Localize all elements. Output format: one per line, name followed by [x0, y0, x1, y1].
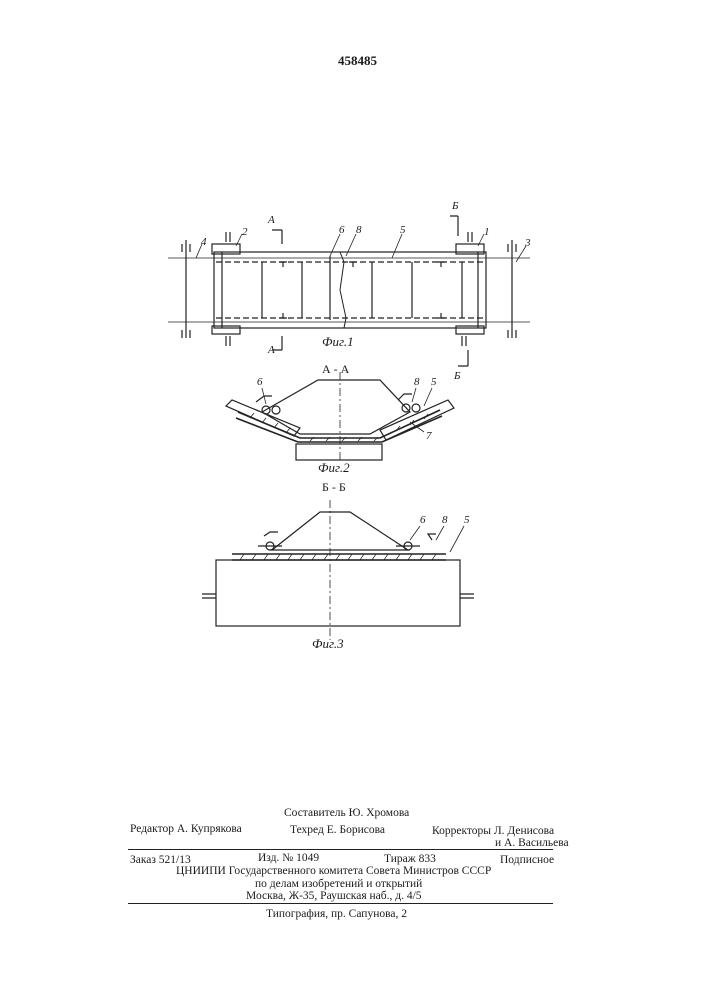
- typography: Типография, пр. Сапунова, 2: [266, 907, 407, 921]
- org-line-3: Москва, Ж-35, Раушская наб., д. 4/5: [246, 889, 422, 903]
- divider-bottom: [128, 903, 553, 904]
- label-5-fig3: 5: [464, 514, 470, 526]
- podpisnoe: Подписное: [500, 853, 554, 867]
- compiler: Составитель Ю. Хромова: [284, 806, 409, 820]
- label-8-fig3: 8: [442, 514, 448, 526]
- fig3-caption: Фиг.3: [312, 636, 344, 652]
- label-6-fig3: 6: [420, 514, 426, 526]
- editor: Редактор А. Купрякова: [130, 822, 242, 836]
- izd-number: Изд. № 1049: [258, 851, 319, 865]
- org-line-1: ЦНИИПИ Государственного комитета Совета …: [176, 864, 491, 878]
- techred: Техред Е. Борисова: [290, 823, 385, 837]
- correctors-line-2: и А. Васильева: [495, 836, 569, 850]
- divider-top: [128, 849, 553, 850]
